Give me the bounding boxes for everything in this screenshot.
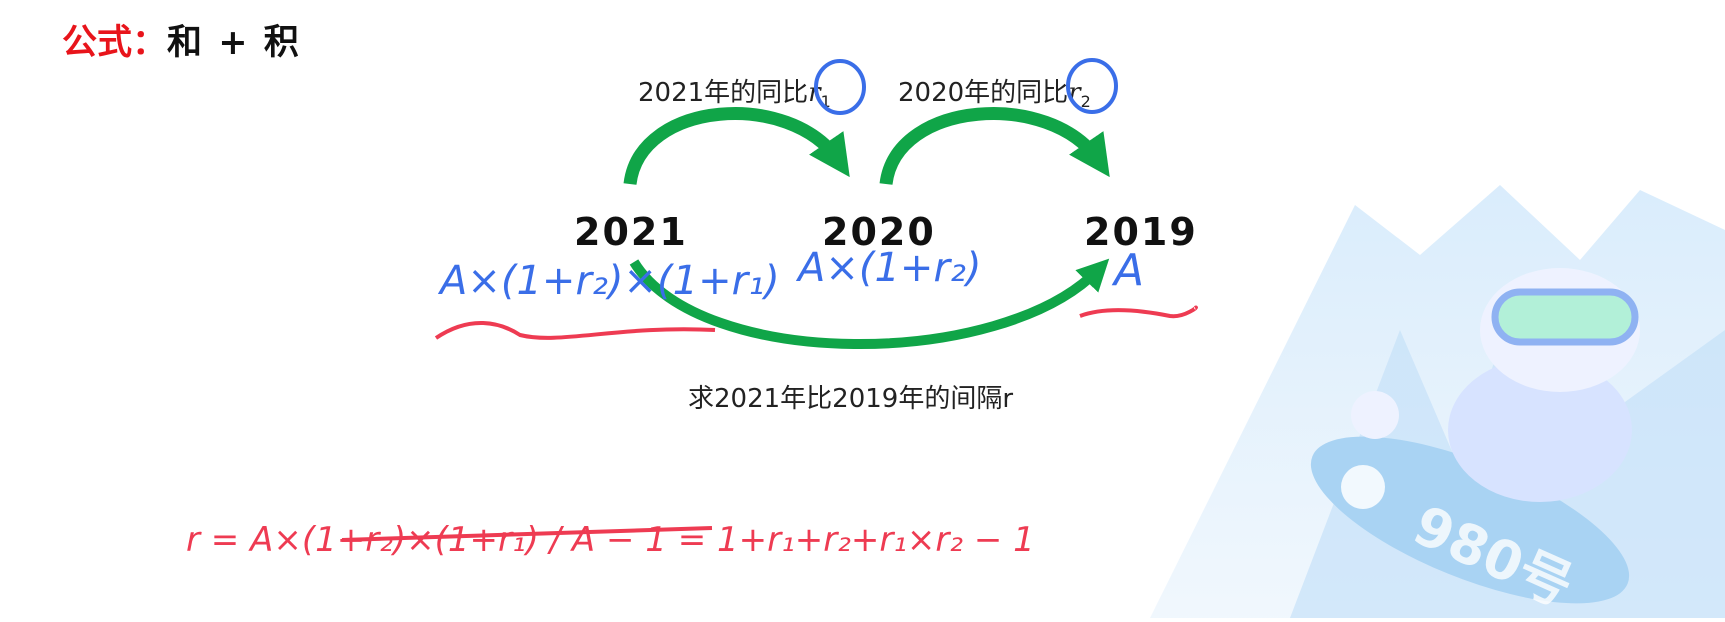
underline-mark bbox=[1079, 305, 1198, 319]
page-title: 公式：和 + 积 bbox=[62, 14, 301, 65]
year-label: 2020 bbox=[822, 210, 936, 254]
arrow-2020-to-2019 bbox=[879, 107, 1110, 186]
mascot-icon bbox=[1310, 268, 1640, 604]
handwritten-value-2019: A bbox=[1114, 245, 1145, 296]
question-text: 求2021年比2019年的间隔r bbox=[688, 384, 1014, 414]
arrow-2021-to-2019 bbox=[629, 258, 1110, 349]
underline-mark bbox=[434, 321, 716, 340]
year-label: 2019 bbox=[1084, 210, 1198, 254]
ratio-sub: 1 bbox=[820, 92, 831, 112]
handwritten-formula: r = A×(1+r₂)×(1+r₁) / A − 1 = 1+r₁+r₂+r₁… bbox=[186, 520, 1035, 560]
ratio-sub: 2 bbox=[1080, 92, 1091, 112]
ratio-label-2020: 2020年的同比r2 bbox=[898, 72, 1091, 111]
handwritten-value-2021: A×(1+r₂)×(1+r₁) bbox=[440, 258, 780, 304]
title-text: 和 + 积 bbox=[167, 23, 301, 63]
arrow-2021-to-2020 bbox=[623, 107, 850, 186]
circle-mark bbox=[814, 59, 866, 115]
ratio-text: 2021年的同比 bbox=[638, 78, 809, 108]
handwritten-value-2020: A×(1+r₂) bbox=[798, 245, 982, 291]
ratio-text: 2020年的同比 bbox=[898, 78, 1069, 108]
circle-mark bbox=[1066, 58, 1118, 114]
fraction-bar bbox=[341, 526, 713, 542]
title-label: 公式： bbox=[62, 23, 168, 63]
year-label: 2021 bbox=[574, 210, 688, 254]
